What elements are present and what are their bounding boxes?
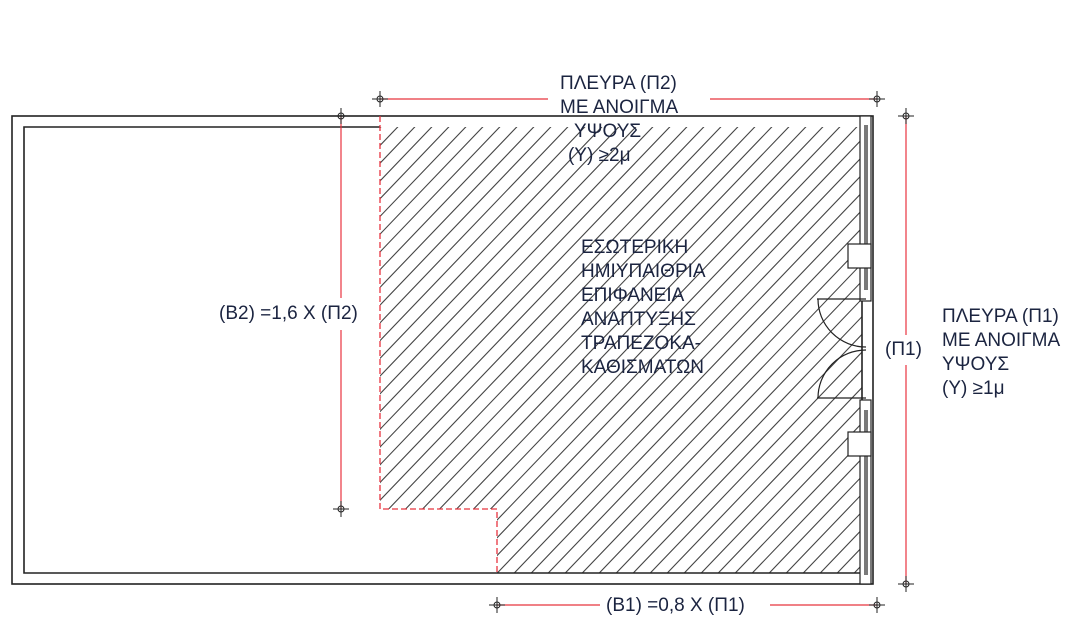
hatch-line (380, 127, 381, 573)
hatch-line (380, 127, 432, 573)
hatch-line (480, 127, 862, 573)
hatch-line (380, 127, 670, 573)
hatched-area (380, 127, 862, 573)
dimension-tick-icon (333, 108, 349, 124)
hatch-line (380, 127, 517, 573)
hatch-line (667, 127, 862, 573)
hatch-line (380, 127, 636, 573)
hatch-line (380, 127, 415, 573)
red-boundary (379, 116, 498, 573)
hatch-line (380, 127, 466, 573)
hatch-line (650, 127, 862, 573)
hatch-line (380, 127, 551, 573)
label-line: ΤΡΑΠΕΖΟΚΑ- (581, 333, 701, 354)
window-p1 (847, 115, 872, 585)
column-bottom (847, 431, 872, 457)
label-line: ΥΨΟΥΣ (574, 121, 642, 142)
hatch-line (633, 127, 862, 573)
dimension-tick-icon (898, 576, 914, 592)
hatch-line (701, 127, 862, 573)
hatch-line (548, 127, 862, 573)
hatch-line (380, 127, 721, 573)
label-line: ΕΣΩΤΕΡΙΚΗ (581, 237, 689, 258)
hatch-line (616, 127, 862, 573)
hatch-line (769, 127, 862, 573)
hatch-line (380, 127, 704, 573)
hatch-line (380, 127, 602, 573)
label-line: (Υ) ≥2μ (568, 145, 631, 166)
hatch-line (565, 127, 862, 573)
hatch-line (380, 127, 755, 573)
hatch-line (380, 127, 687, 573)
hatch-line (380, 127, 483, 573)
hatch-line (735, 127, 862, 573)
hatch-line (380, 127, 653, 573)
dimension-tick-icon (489, 597, 505, 613)
hatch-line (429, 127, 862, 573)
dimension-tick-icon (372, 91, 388, 107)
hatch-line (752, 127, 862, 573)
hatch-line (463, 127, 862, 573)
hatch-line (582, 127, 862, 573)
label-line: ΜΕ ΑΝΟΙΓΜΑ (942, 330, 1061, 351)
label-line: ΕΠΙΦΑΝΕΙΑ (581, 285, 685, 306)
label-line: ΥΨΟΥΣ (942, 354, 1010, 375)
double-door (817, 298, 867, 399)
hatch-line (684, 127, 862, 573)
label-line: ΚΑΘΙΣΜΑΤΩΝ (581, 357, 705, 378)
label-line: ΠΛΕΥΡΑ (Π2) (560, 73, 677, 94)
dimension-p1: (Π1) (885, 339, 922, 360)
label-line: ΗΜΙΥΠΑΙΘΡΙΑ (581, 261, 706, 282)
hatch-line (380, 127, 534, 573)
hatch-line (380, 127, 806, 573)
dimension-b2: (Β2) =1,6 Χ (Π2) (219, 303, 358, 324)
hatch-line (380, 127, 398, 573)
hatch-line (446, 127, 862, 573)
column-top (847, 243, 872, 269)
label-side-p1: ΠΛΕΥΡΑ (Π1) ΜΕ ΑΝΟΙΓΜΑ ΥΨΟΥΣ (Υ) ≥1μ (942, 305, 1060, 401)
dimension-tick-icon (869, 91, 885, 107)
hatch-line (718, 127, 862, 573)
label-line: ΑΝΑΠΤΥΞΗΣ (581, 309, 696, 330)
dimension-b1: (Β1) =0,8 Χ (Π1) (606, 595, 745, 616)
hatch-line (497, 127, 862, 573)
hatch-line (380, 127, 789, 573)
label-line: ΠΛΕΥΡΑ (Π1) (942, 306, 1059, 327)
label-line: (Υ) ≥1μ (942, 378, 1005, 399)
label-area: ΕΣΩΤΕΡΙΚΗ ΗΜΙΥΠΑΙΘΡΙΑ ΕΠΙΦΑΝΕΙΑ ΑΝΑΠΤΥΞΗ… (581, 236, 706, 380)
dimension-lines (340, 98, 907, 606)
dimension-tick-icon (898, 108, 914, 124)
label-side-p2: ΠΛΕΥΡΑ (Π2) ΜΕ ΑΝΟΙΓΜΑ ΥΨΟΥΣ (Υ) ≥2μ (560, 72, 678, 168)
hatch-line (380, 127, 585, 573)
hatch-line (380, 127, 738, 573)
dimension-tick-icon (869, 597, 885, 613)
hatch-line (514, 127, 862, 573)
hatch-line (531, 127, 862, 573)
hatch-line (599, 127, 862, 573)
label-line: ΜΕ ΑΝΟΙΓΜΑ (560, 97, 679, 118)
dimension-tick-icon (333, 501, 349, 517)
hatch-line (380, 127, 568, 573)
dimension-markers (333, 91, 914, 613)
hatch-line (380, 127, 449, 573)
hatch-line (380, 127, 500, 573)
hatch-line (380, 127, 619, 573)
